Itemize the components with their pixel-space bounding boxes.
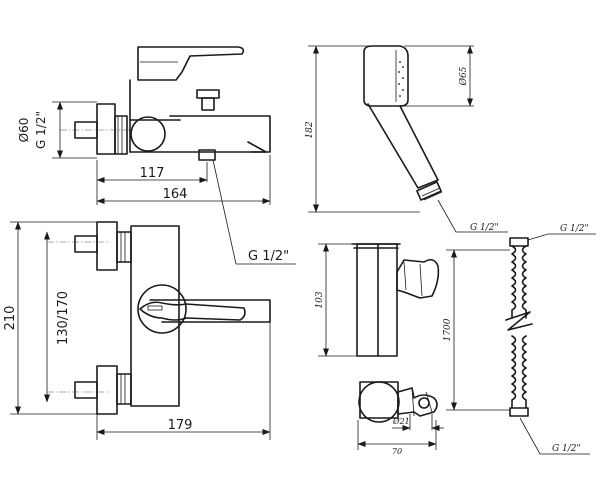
faucet-side-view: Ø60 G 1/2" 117 164 G 1/2" <box>17 46 296 265</box>
dim-1700: 1700 <box>443 318 453 341</box>
faucet-front-view: 210 130/170 179 <box>3 221 271 440</box>
outlet-thread-label: G 1/2" <box>248 249 289 264</box>
dim-103: 103 <box>315 291 325 308</box>
dim-diameter-21: Ø21 <box>392 417 410 426</box>
hose-thread-top-label: G 1/2" <box>560 224 589 234</box>
wall-holder-view: 103 Ø21 70 <box>315 243 444 456</box>
hose-view: 1700 G 1/2" G 1/2" <box>443 224 596 455</box>
faucet-thread-label: G 1/2" <box>34 111 48 149</box>
dim-diameter-65: Ø65 <box>458 66 469 86</box>
dim-70: 70 <box>392 447 402 456</box>
faucet-diameter-label: Ø60 <box>17 118 31 143</box>
hand-shower-thread-label: G 1/2" <box>470 223 499 233</box>
dim-179: 179 <box>168 418 193 433</box>
hose-thread-bottom-label: G 1/2" <box>552 444 581 454</box>
dim-210: 210 <box>3 306 18 331</box>
dim-182: 182 <box>305 121 315 138</box>
dim-117: 117 <box>140 166 165 181</box>
hand-shower-view: 182 Ø65 G 1/2" <box>305 45 508 233</box>
dim-130-170: 130/170 <box>56 291 71 345</box>
dim-164: 164 <box>163 187 188 202</box>
